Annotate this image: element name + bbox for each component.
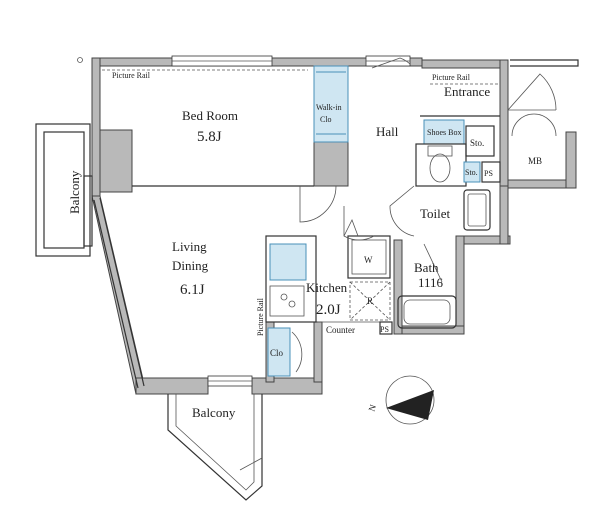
living-size: 6.1J — [180, 282, 205, 298]
toilet-label: Toilet — [420, 206, 451, 221]
mb-label: MB — [528, 156, 542, 166]
storage-label-2: Sto. — [465, 168, 478, 177]
toilet-area: Sto. PS Toilet — [389, 143, 501, 237]
kitchen-size: 2.0J — [316, 302, 341, 318]
living-label: Living — [172, 239, 207, 254]
balcony-left: Balcony — [35, 123, 93, 257]
picture-rail-bedroom-label: Picture Rail — [112, 71, 151, 80]
ps-label-2: PS — [380, 325, 389, 334]
shoes-box-label: Shoes Box — [427, 128, 461, 137]
picture-rail-entrance-label: Picture Rail — [432, 73, 471, 82]
storage-label-1: Sto. — [470, 138, 484, 148]
counter-label: Counter — [326, 325, 355, 335]
bath-label: Bath — [414, 260, 439, 275]
balcony-bottom: Balcony — [167, 394, 263, 501]
closet-label: Clo — [270, 348, 284, 358]
bath-code: 1116 — [418, 275, 444, 290]
entrance-label: Entrance — [444, 84, 490, 99]
bedroom: Picture Rail Bed Room 5.8J Walk-in Clo — [102, 65, 349, 223]
kitchen-label: Kitchen — [306, 280, 348, 295]
picture-rail-kitchen-label: Picture Rail — [256, 297, 265, 336]
bedroom-label: Bed Room — [182, 108, 238, 123]
refrigerator-label: R — [367, 296, 373, 306]
dining-label: Dining — [172, 258, 209, 273]
ps-label-1: PS — [484, 169, 493, 178]
kitchen-area: W Picture Rail Kitchen 2.0J R Counter PS… — [256, 206, 393, 377]
living-dining: Living Dining 6.1J — [172, 239, 209, 298]
hall-label: Hall — [376, 124, 399, 139]
walkin-closet-label-2: Clo — [320, 115, 332, 124]
hall-area: Hall Picture Rail Entrance Shoes Box Sto… — [376, 59, 579, 166]
north-arrow-icon: N — [366, 375, 435, 425]
column-marker — [77, 57, 83, 63]
washer-label: W — [364, 255, 373, 265]
bedroom-size: 5.8J — [197, 129, 222, 145]
walkin-closet-label-1: Walk-in — [316, 103, 342, 112]
windows — [93, 55, 411, 389]
north-label: N — [366, 403, 378, 413]
bath-area: Bath 1116 — [397, 243, 457, 329]
balcony-bottom-label: Balcony — [192, 405, 236, 420]
balcony-left-label: Balcony — [67, 170, 82, 214]
